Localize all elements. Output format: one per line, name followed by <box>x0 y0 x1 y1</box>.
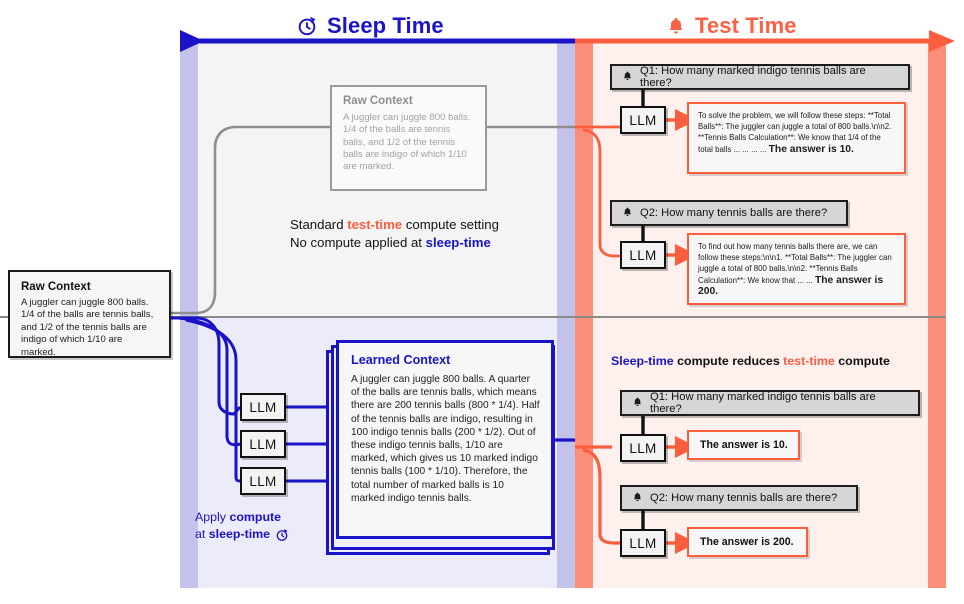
learned-context-title: Learned Context <box>351 353 451 367</box>
raw-context-body: A juggler can juggle 800 balls. 1/4 of t… <box>21 297 154 358</box>
sleep-panel-left-edge-top <box>180 41 198 316</box>
answer-text-q1-top: To solve the problem, we will follow the… <box>698 110 896 155</box>
raw-context-title: Raw Context <box>21 281 91 293</box>
raw-context-card-inactive: Raw Context A juggler can juggle 800 bal… <box>330 85 487 191</box>
note-part-sleeptime: sleep-time <box>208 527 271 541</box>
answer-text-q2-top: To find out how many tennis balls there … <box>698 241 896 297</box>
question-pill-q2-top[interactable]: Q2: How many tennis balls are there? <box>610 200 848 226</box>
note-part: at <box>195 527 209 541</box>
sleep-panel-left-edge-bottom <box>180 316 198 588</box>
note-part: compute <box>834 354 890 368</box>
learned-context-body: A juggler can juggle 800 balls. A quarte… <box>351 374 540 504</box>
answer-final: The answer is 200. <box>700 536 794 548</box>
test-time-header: Test Time <box>666 13 797 39</box>
bell-icon <box>622 206 633 221</box>
question-text: Q2: How many tennis balls are there? <box>650 492 838 504</box>
answer-reasoning: To solve the problem, we will follow the… <box>698 111 892 154</box>
standard-setting-note: Standard test-time compute setting No co… <box>290 216 499 252</box>
sleep-time-label: Sleep Time <box>327 13 444 38</box>
llm-node-sleep-3[interactable]: LLM <box>240 467 286 495</box>
note-part: compute setting <box>402 217 499 232</box>
question-text: Q1: How many marked indigo tennis balls … <box>650 391 876 415</box>
question-pill-q1-bottom[interactable]: Q1: How many marked indigo tennis balls … <box>620 390 920 416</box>
answer-card-q1-bottom: The answer is 10. <box>687 430 800 460</box>
compute-reduction-note: Sleep-time compute reduces test-time com… <box>611 352 890 370</box>
answer-final: The answer is 10. <box>768 143 854 155</box>
llm-node-test-q1-bottom[interactable]: LLM <box>620 434 666 462</box>
sleep-time-header: Sleep Time <box>296 13 444 39</box>
llm-node-test-q2-bottom[interactable]: LLM <box>620 529 666 557</box>
note-part: Standard <box>290 217 348 232</box>
test-time-label: Test Time <box>695 13 797 38</box>
bell-icon <box>622 70 633 85</box>
answer-final: The answer is 200. <box>698 274 884 297</box>
question-pill-q1-top[interactable]: Q1: How many marked indigo tennis balls … <box>610 64 910 90</box>
llm-node-sleep-1[interactable]: LLM <box>240 393 286 421</box>
clock-rotate-icon <box>275 528 289 542</box>
clock-rotate-icon <box>296 15 318 37</box>
answer-card-q1-top: To solve the problem, we will follow the… <box>687 102 906 174</box>
test-panel-right-edge-bottom <box>928 316 946 588</box>
note-part-testtime: test-time <box>783 354 835 368</box>
learned-context-card: Learned Context A juggler can juggle 800… <box>336 340 554 539</box>
llm-node-sleep-2[interactable]: LLM <box>240 430 286 458</box>
note-part: Apply <box>195 510 230 524</box>
note-part-sleeptime: sleep-time <box>425 235 491 250</box>
bell-icon <box>632 491 643 506</box>
note-part-testtime: test-time <box>347 217 403 232</box>
note-part: compute reduces <box>673 354 784 368</box>
test-panel-left-edge-bottom <box>575 316 593 588</box>
sleep-panel-right-edge-top <box>557 41 575 316</box>
answer-final: The answer is 10. <box>700 439 788 451</box>
raw-context-inactive-title: Raw Context <box>343 95 413 107</box>
apply-compute-note: Apply compute at sleep-time <box>195 509 289 543</box>
bell-icon <box>632 396 643 411</box>
question-pill-q2-bottom[interactable]: Q2: How many tennis balls are there? <box>620 485 858 511</box>
test-panel-left-edge-top <box>575 41 593 316</box>
sleep-panel-right-edge-bottom <box>557 316 575 588</box>
note-part-sleeptime: Sleep-time <box>611 354 674 368</box>
question-text: Q2: How many tennis balls are there? <box>640 207 828 219</box>
note-part: No compute applied at <box>290 235 426 250</box>
note-part-compute: compute <box>229 510 282 524</box>
raw-context-inactive-body: A juggler can juggle 800 balls. 1/4 of t… <box>343 112 471 173</box>
raw-context-card: Raw Context A juggler can juggle 800 bal… <box>8 270 171 358</box>
llm-node-test-q1-top[interactable]: LLM <box>620 106 666 134</box>
section-divider <box>0 316 946 318</box>
answer-reasoning: To find out how many tennis balls there … <box>698 242 892 285</box>
bell-icon <box>666 15 686 37</box>
llm-node-test-q2-top[interactable]: LLM <box>620 241 666 269</box>
question-text: Q1: How many marked indigo tennis balls … <box>640 65 866 89</box>
test-panel-right-edge-top <box>928 41 946 316</box>
answer-card-q2-top: To find out how many tennis balls there … <box>687 233 906 305</box>
answer-card-q2-bottom: The answer is 200. <box>687 527 808 557</box>
